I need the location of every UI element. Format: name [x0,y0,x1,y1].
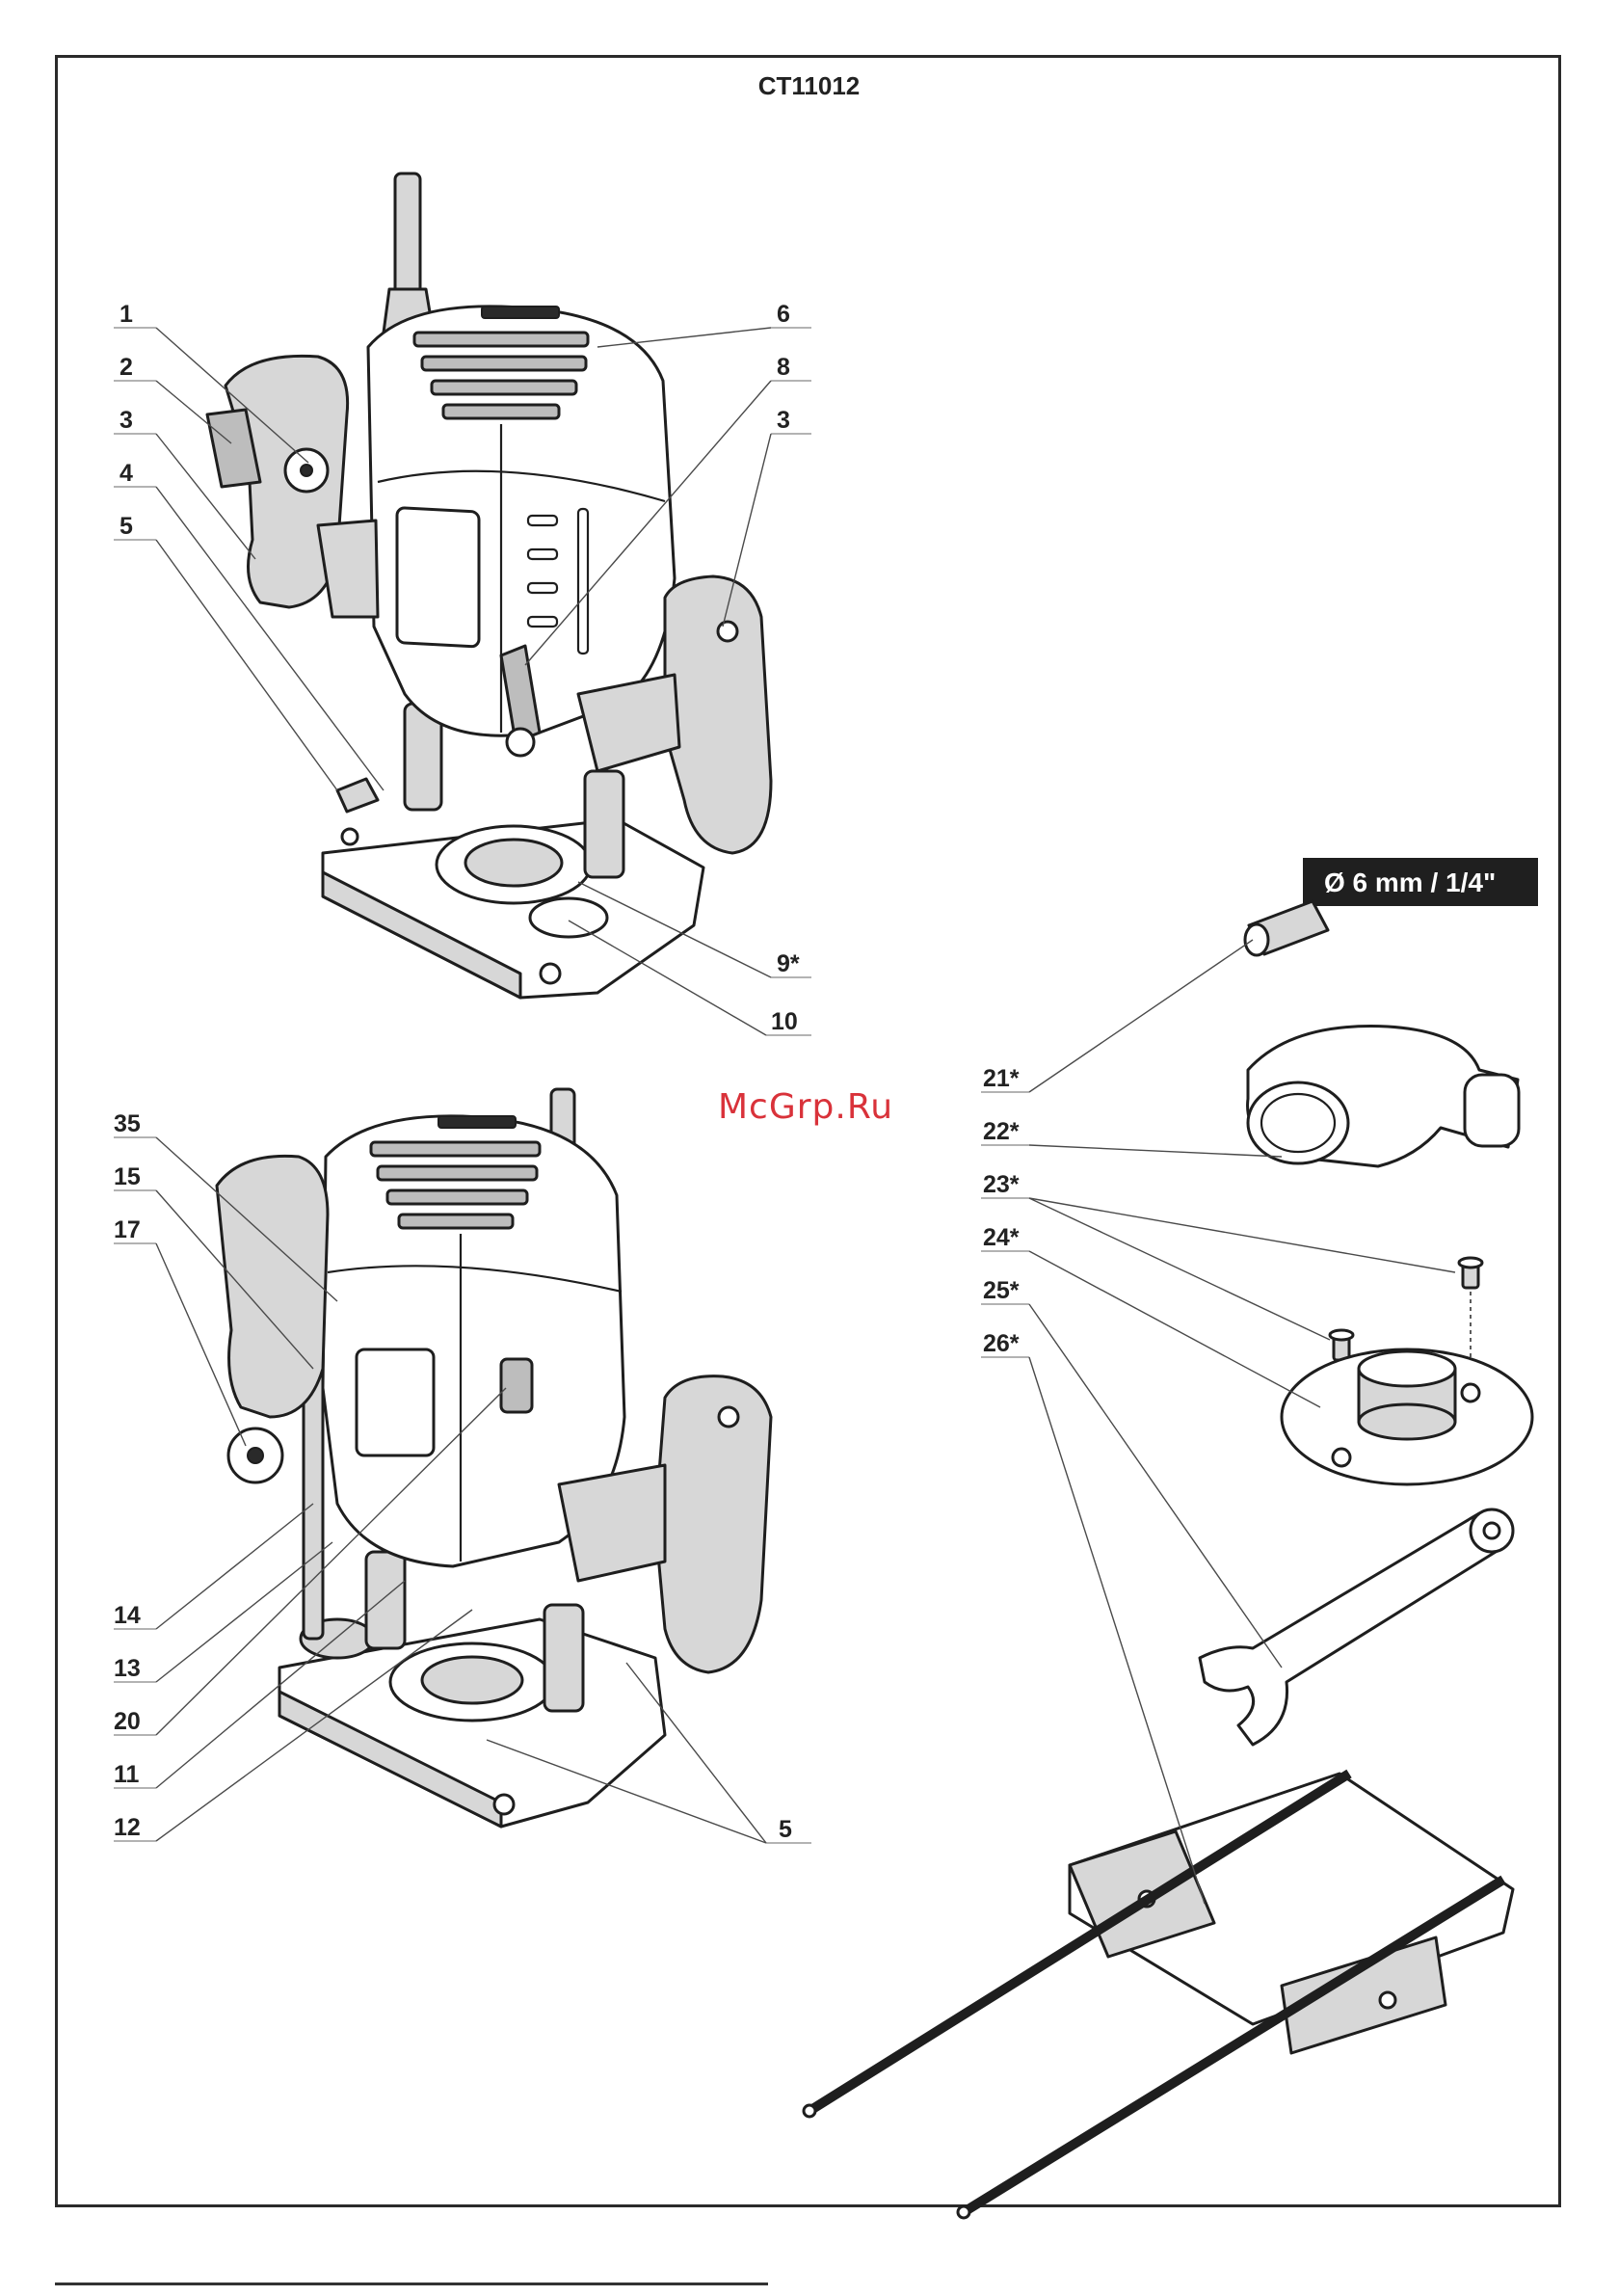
base-screw-front [541,964,560,983]
housing-window-rear [357,1349,434,1455]
parallel-guide [804,1774,1513,2218]
callout-label: 12 [114,1814,141,1841]
left-handle-rear [217,1156,328,1417]
right-handle-rear [655,1376,771,1672]
guide-column-rear-right [544,1605,583,1711]
right-handle [665,576,771,853]
dust-extraction-elbow [1248,1027,1519,1166]
depth-knob-center [248,1448,263,1463]
callout-label: 6 [777,301,790,328]
collet [1245,901,1328,955]
wrench [1200,1509,1513,1745]
callout-label: 24* [983,1224,1020,1251]
callout-label: 17 [114,1216,141,1243]
right-handle-screw-rear [719,1407,738,1427]
callout-label: 14 [114,1602,141,1629]
collet-size-badge: Ø 6 mm / 1/4" [1303,858,1538,906]
dust-adapter-flange [1282,1349,1532,1484]
guide-column-rear-left [366,1552,405,1648]
callout-label: 22* [983,1118,1020,1145]
callout-label: 5 [779,1816,792,1843]
lock-switch [501,1359,532,1412]
callout-label: 21* [983,1065,1020,1092]
callout-label: 13 [114,1655,141,1682]
housing-window [397,508,479,647]
right-handle-screw [718,622,737,641]
callout-label: 3 [777,407,790,434]
chip-port [530,898,607,937]
right-handle-mount-rear [559,1465,665,1581]
callout-label: 11 [114,1761,140,1788]
speed-dial-center [301,465,312,476]
plunge-lock-pivot [507,729,534,756]
callout-label: 5 [119,513,133,540]
callout-label: 26* [983,1330,1020,1357]
callout-label: 3 [119,407,133,434]
base-screw-rear [494,1795,514,1814]
base-opening-inner [465,840,562,886]
callout-label: 2 [119,354,133,381]
callout-label: 23* [983,1171,1020,1198]
depth-lock-lever [337,779,378,812]
callout-label: 9* [777,950,800,977]
base-screw-left [342,829,358,844]
callout-label: 35 [114,1110,141,1137]
left-handle-mount [318,521,378,617]
collet-size-text: Ø 6 mm / 1/4" [1324,868,1496,897]
router-bottom-view [217,1089,771,1827]
callout-label: 20 [114,1708,141,1735]
callout-label: 15 [114,1163,141,1190]
callout-label: 8 [777,354,790,381]
callout-label: 25* [983,1277,1020,1304]
guide-column-right [585,771,623,877]
router-top-view [207,174,771,998]
callout-label: 1 [119,301,133,328]
callout-label: 10 [771,1008,798,1035]
base-opening-inner-rear [422,1657,522,1703]
callout-label: 4 [119,460,133,487]
